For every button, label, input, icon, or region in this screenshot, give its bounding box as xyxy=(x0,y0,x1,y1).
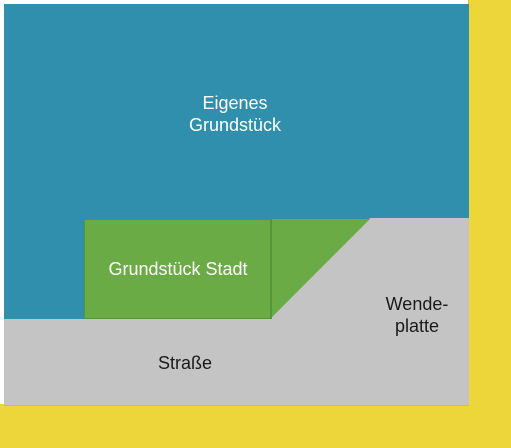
street-area xyxy=(4,218,469,405)
turning-area-label: Wende- platte xyxy=(362,293,472,337)
city-plot-outline xyxy=(84,219,272,319)
own-plot-label: Eigenes Grundstück xyxy=(150,92,320,136)
turning-area-label-line-1: Wende- xyxy=(385,294,449,314)
border-bottom xyxy=(0,404,511,448)
city-plot-area xyxy=(84,219,272,319)
own-plot-label-line-2: Grundstück xyxy=(188,115,282,135)
city-plot-wedge xyxy=(270,219,370,319)
city-plot-label: Grundstück Stadt xyxy=(108,259,248,279)
own-plot-label-line-1: Eigenes xyxy=(202,93,268,113)
border-right xyxy=(468,0,511,448)
street-label: Straße xyxy=(157,353,213,373)
turning-area-label-line-2: platte xyxy=(394,316,440,336)
